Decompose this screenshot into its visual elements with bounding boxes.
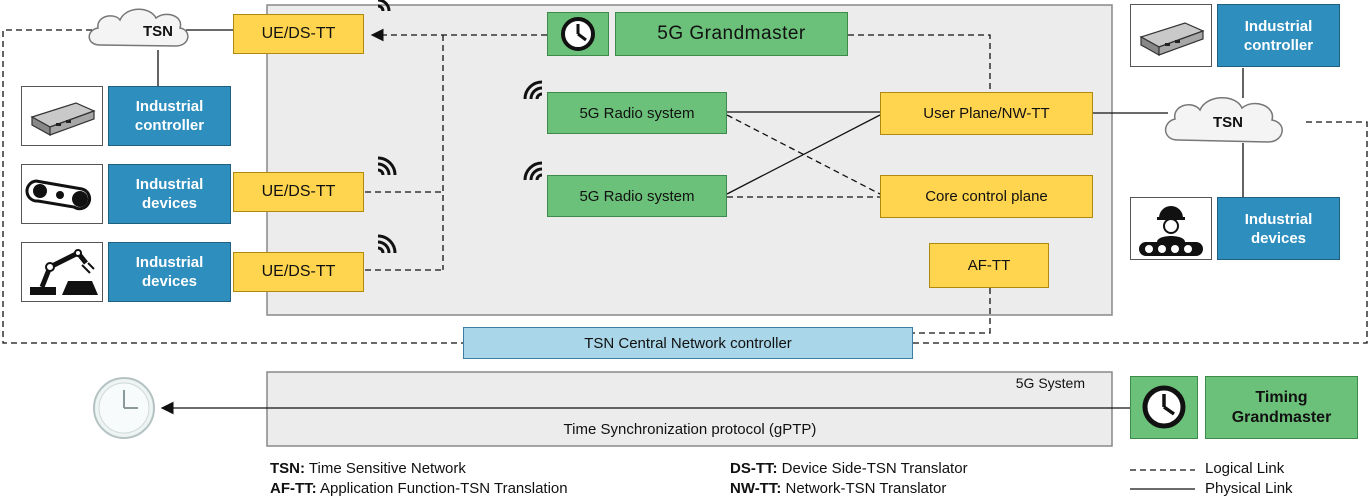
legend-dstt-key: DS-TT: bbox=[730, 460, 778, 477]
ue-ds-tt-bottom-label: UE/DS-TT bbox=[261, 263, 336, 280]
wireless-icon-radio-bottom bbox=[523, 161, 543, 181]
ue-ds-tt-top-label: UE/DS-TT bbox=[261, 25, 336, 42]
logical-link-gm-upf bbox=[848, 34, 991, 92]
legend-nwtt-key: NW-TT: bbox=[730, 480, 782, 497]
controller-device-icon-right bbox=[1139, 22, 1205, 57]
logical-link-af-cnc bbox=[913, 288, 991, 334]
5g-radio-system-top-label: 5G Radio system bbox=[579, 104, 695, 122]
5g-grandmaster-label: 5G Grandmaster bbox=[657, 23, 806, 44]
legend-tsn: TSN: Time Sensitive Network bbox=[270, 460, 466, 477]
5g-radio-system-top[interactable]: 5G Radio system bbox=[547, 92, 727, 134]
logical-link-right-loop bbox=[913, 121, 1368, 344]
industrial-devices-left-bottom[interactable]: Industrial devices bbox=[108, 242, 231, 302]
industrial-devices-right-line1: Industrial bbox=[1244, 210, 1313, 228]
timing-grandmaster-line2: Grandmaster bbox=[1231, 408, 1332, 426]
core-control-plane-label: Core control plane bbox=[925, 188, 1048, 205]
legend-tsn-key: TSN: bbox=[270, 460, 305, 477]
user-plane-nw-tt[interactable]: User Plane/NW-TT bbox=[880, 92, 1093, 135]
industrial-devices-left-mid-line1: Industrial bbox=[135, 176, 204, 193]
industrial-devices-right-line2: devices bbox=[1250, 229, 1307, 247]
worker-icon bbox=[1139, 206, 1203, 256]
legend-physical-link: Physical Link bbox=[1205, 480, 1293, 497]
industrial-controller-right-line1: Industrial bbox=[1244, 17, 1313, 35]
industrial-controller-right[interactable]: Industrial controller bbox=[1217, 4, 1340, 67]
conveyor-image bbox=[21, 164, 103, 224]
timing-clock-icon bbox=[1142, 385, 1186, 429]
wireless-icon-ue-bottom bbox=[377, 234, 397, 254]
tsn-cloud-right-icon bbox=[1164, 97, 1283, 143]
grandmaster-clock-box bbox=[547, 12, 609, 56]
legend-nwtt-text: Network-TSN Translator bbox=[781, 480, 947, 497]
worker-conveyor-image bbox=[1130, 197, 1212, 260]
legend-dstt: DS-TT: Device Side-TSN Translator bbox=[730, 460, 968, 477]
wireless-icon-ue-mid bbox=[377, 156, 397, 176]
clock-icon bbox=[561, 17, 595, 51]
client-clock-icon bbox=[93, 377, 155, 439]
af-tt-label: AF-TT bbox=[967, 257, 1011, 274]
industrial-controller-left-line1: Industrial bbox=[135, 98, 204, 115]
industrial-controller-left-line2: controller bbox=[134, 117, 205, 134]
physical-link-radio2-upf bbox=[726, 114, 881, 195]
5g-grandmaster[interactable]: 5G Grandmaster bbox=[615, 12, 848, 56]
legend-aftt: AF-TT: Application Function-TSN Translat… bbox=[270, 480, 568, 497]
legend-logical-link: Logical Link bbox=[1205, 460, 1285, 477]
ue-ds-tt-mid-label: UE/DS-TT bbox=[261, 183, 336, 200]
tsn-cloud-right-label: TSN bbox=[1213, 113, 1243, 131]
industrial-devices-left-mid-line2: devices bbox=[141, 195, 198, 212]
robot-arm-icon bbox=[30, 249, 98, 295]
conveyor-icon bbox=[25, 179, 92, 211]
logical-link-radio1-core bbox=[726, 114, 881, 195]
controller-image-right bbox=[1130, 4, 1212, 67]
industrial-controller-right-line2: controller bbox=[1243, 36, 1314, 54]
industrial-devices-left-bottom-line1: Industrial bbox=[135, 254, 204, 271]
controller-image-left bbox=[21, 86, 103, 146]
tsn-cloud-left-label: TSN bbox=[143, 22, 173, 40]
ue-ds-tt-top[interactable]: UE/DS-TT bbox=[233, 14, 364, 54]
5g-radio-system-bottom[interactable]: 5G Radio system bbox=[547, 175, 727, 217]
legend-aftt-key: AF-TT: bbox=[270, 480, 317, 497]
industrial-devices-right[interactable]: Industrial devices bbox=[1217, 197, 1340, 260]
industrial-controller-left[interactable]: Industrial controller bbox=[108, 86, 231, 146]
user-plane-nw-tt-label: User Plane/NW-TT bbox=[923, 105, 1050, 122]
robot-arm-image bbox=[21, 242, 103, 302]
timing-grandmaster-line1: Timing bbox=[1255, 388, 1308, 406]
logical-link-left-loop bbox=[2, 29, 463, 344]
ue-ds-tt-bottom[interactable]: UE/DS-TT bbox=[233, 252, 364, 292]
gptp-label: Time Synchronization protocol (gPTP) bbox=[563, 420, 817, 438]
tsn-central-network-controller[interactable]: TSN Central Network controller bbox=[463, 327, 913, 359]
timing-clock-box bbox=[1130, 376, 1198, 439]
core-control-plane[interactable]: Core control plane bbox=[880, 175, 1093, 218]
ue-ds-tt-mid[interactable]: UE/DS-TT bbox=[233, 172, 364, 212]
industrial-devices-left-bottom-line2: devices bbox=[141, 273, 198, 290]
wireless-icon-ue-top bbox=[377, 0, 391, 12]
af-tt[interactable]: AF-TT bbox=[929, 243, 1049, 288]
legend-dstt-text: Device Side-TSN Translator bbox=[777, 460, 968, 477]
tsn-central-network-controller-label: TSN Central Network controller bbox=[584, 334, 792, 352]
tsn-cloud-left-icon bbox=[88, 8, 189, 47]
industrial-devices-left-mid[interactable]: Industrial devices bbox=[108, 164, 231, 224]
5g-system-label: 5G System bbox=[1015, 375, 1085, 391]
legend-nwtt: NW-TT: Network-TSN Translator bbox=[730, 480, 946, 497]
timing-grandmaster[interactable]: Timing Grandmaster bbox=[1205, 376, 1358, 439]
legend-tsn-text: Time Sensitive Network bbox=[305, 460, 466, 477]
wireless-icon-radio-top bbox=[523, 80, 543, 100]
system-area-bottom bbox=[266, 371, 1113, 447]
controller-device-icon bbox=[30, 102, 96, 137]
5g-radio-system-bottom-label: 5G Radio system bbox=[579, 187, 695, 205]
legend-aftt-text: Application Function-TSN Translation bbox=[316, 480, 568, 497]
